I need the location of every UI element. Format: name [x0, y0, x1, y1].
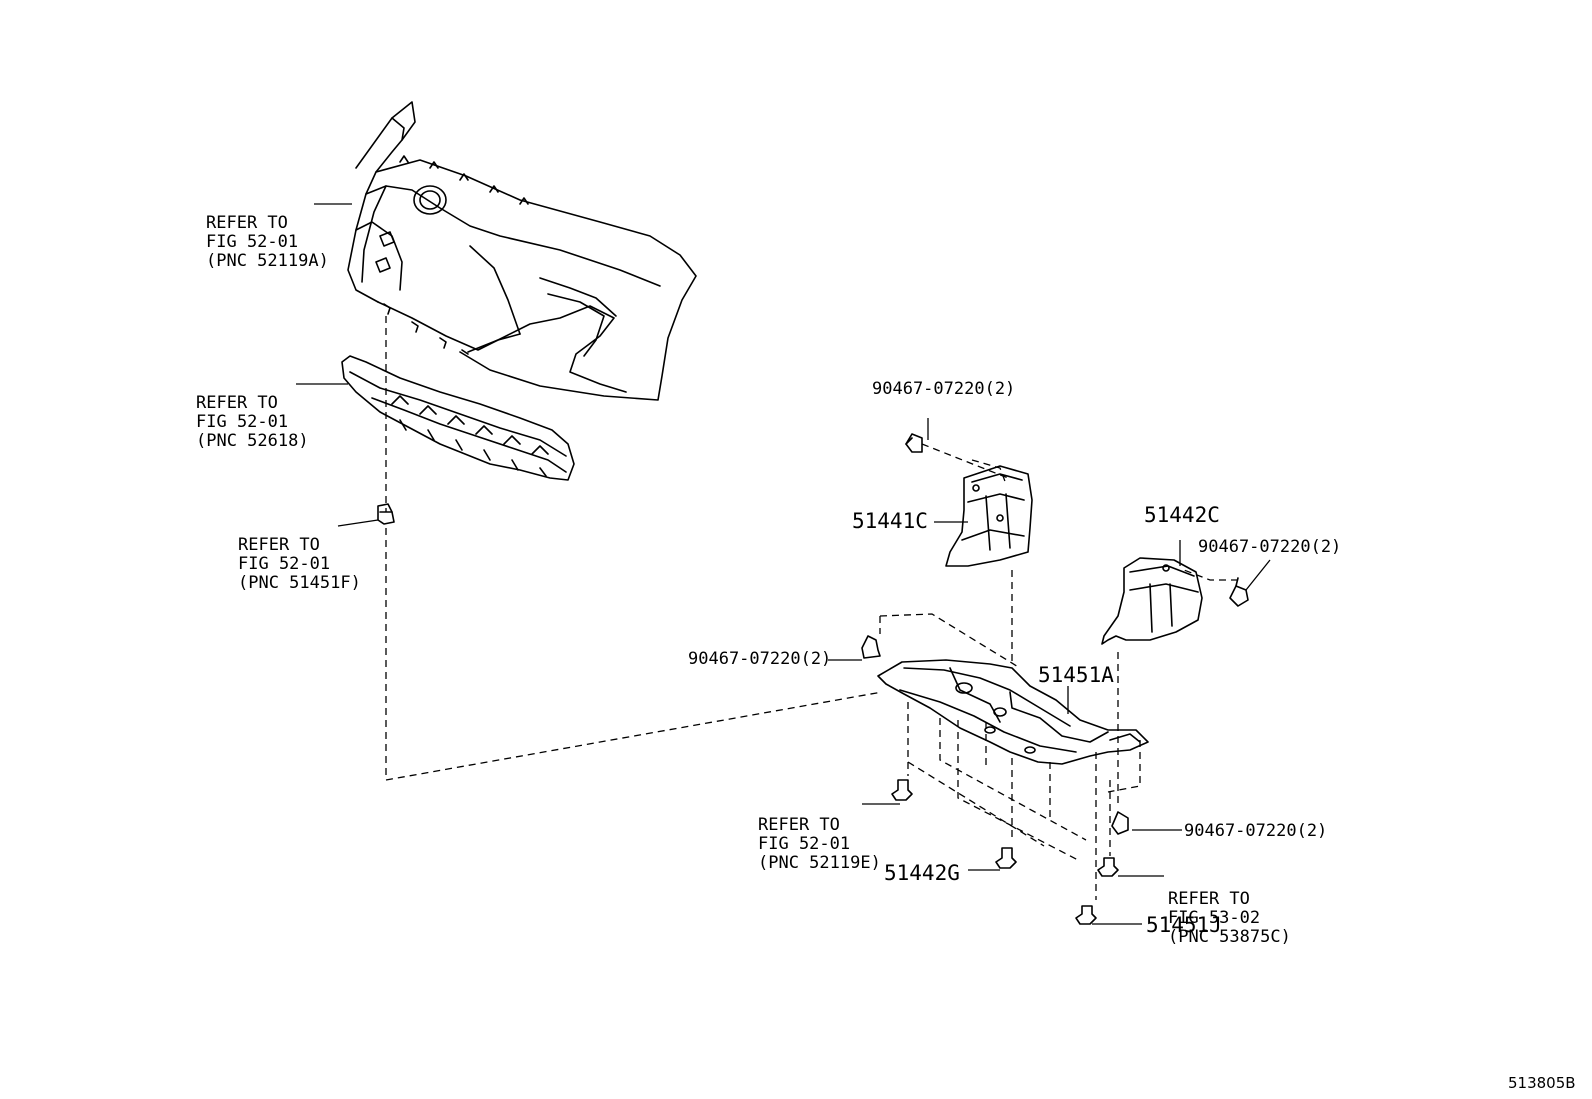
part-number-51441c[interactable]: 51441C — [852, 509, 928, 533]
energy-absorber-drawing — [341, 355, 575, 481]
clip-51451f-drawing — [377, 503, 395, 525]
assembly-lines — [385, 316, 1238, 900]
part-number-51442g[interactable]: 51442G — [884, 861, 960, 885]
under-cover-51451a-drawing — [877, 659, 1149, 765]
splash-shield-51441c-drawing — [945, 465, 1033, 567]
part-number-51451j[interactable]: 51451J — [1146, 913, 1222, 937]
fastener-drawings — [861, 433, 1249, 925]
fastener-number-top[interactable]: 90467-07220(2) — [872, 379, 1016, 399]
fastener-number-right-bottom[interactable]: 90467-07220(2) — [1184, 821, 1328, 841]
fastener-number-right-top[interactable]: 90467-07220(2) — [1198, 537, 1342, 557]
fastener-number-left[interactable]: 90467-07220(2) — [688, 649, 832, 669]
part-number-51451a[interactable]: 51451A — [1038, 663, 1114, 687]
part-number-51442c[interactable]: 51442C — [1144, 503, 1220, 527]
bumper-cover-drawing — [347, 101, 697, 401]
figure-id: 513805B — [1508, 1074, 1576, 1092]
splash-shield-51442c-drawing — [1101, 557, 1203, 645]
leader-lines — [296, 203, 1271, 925]
